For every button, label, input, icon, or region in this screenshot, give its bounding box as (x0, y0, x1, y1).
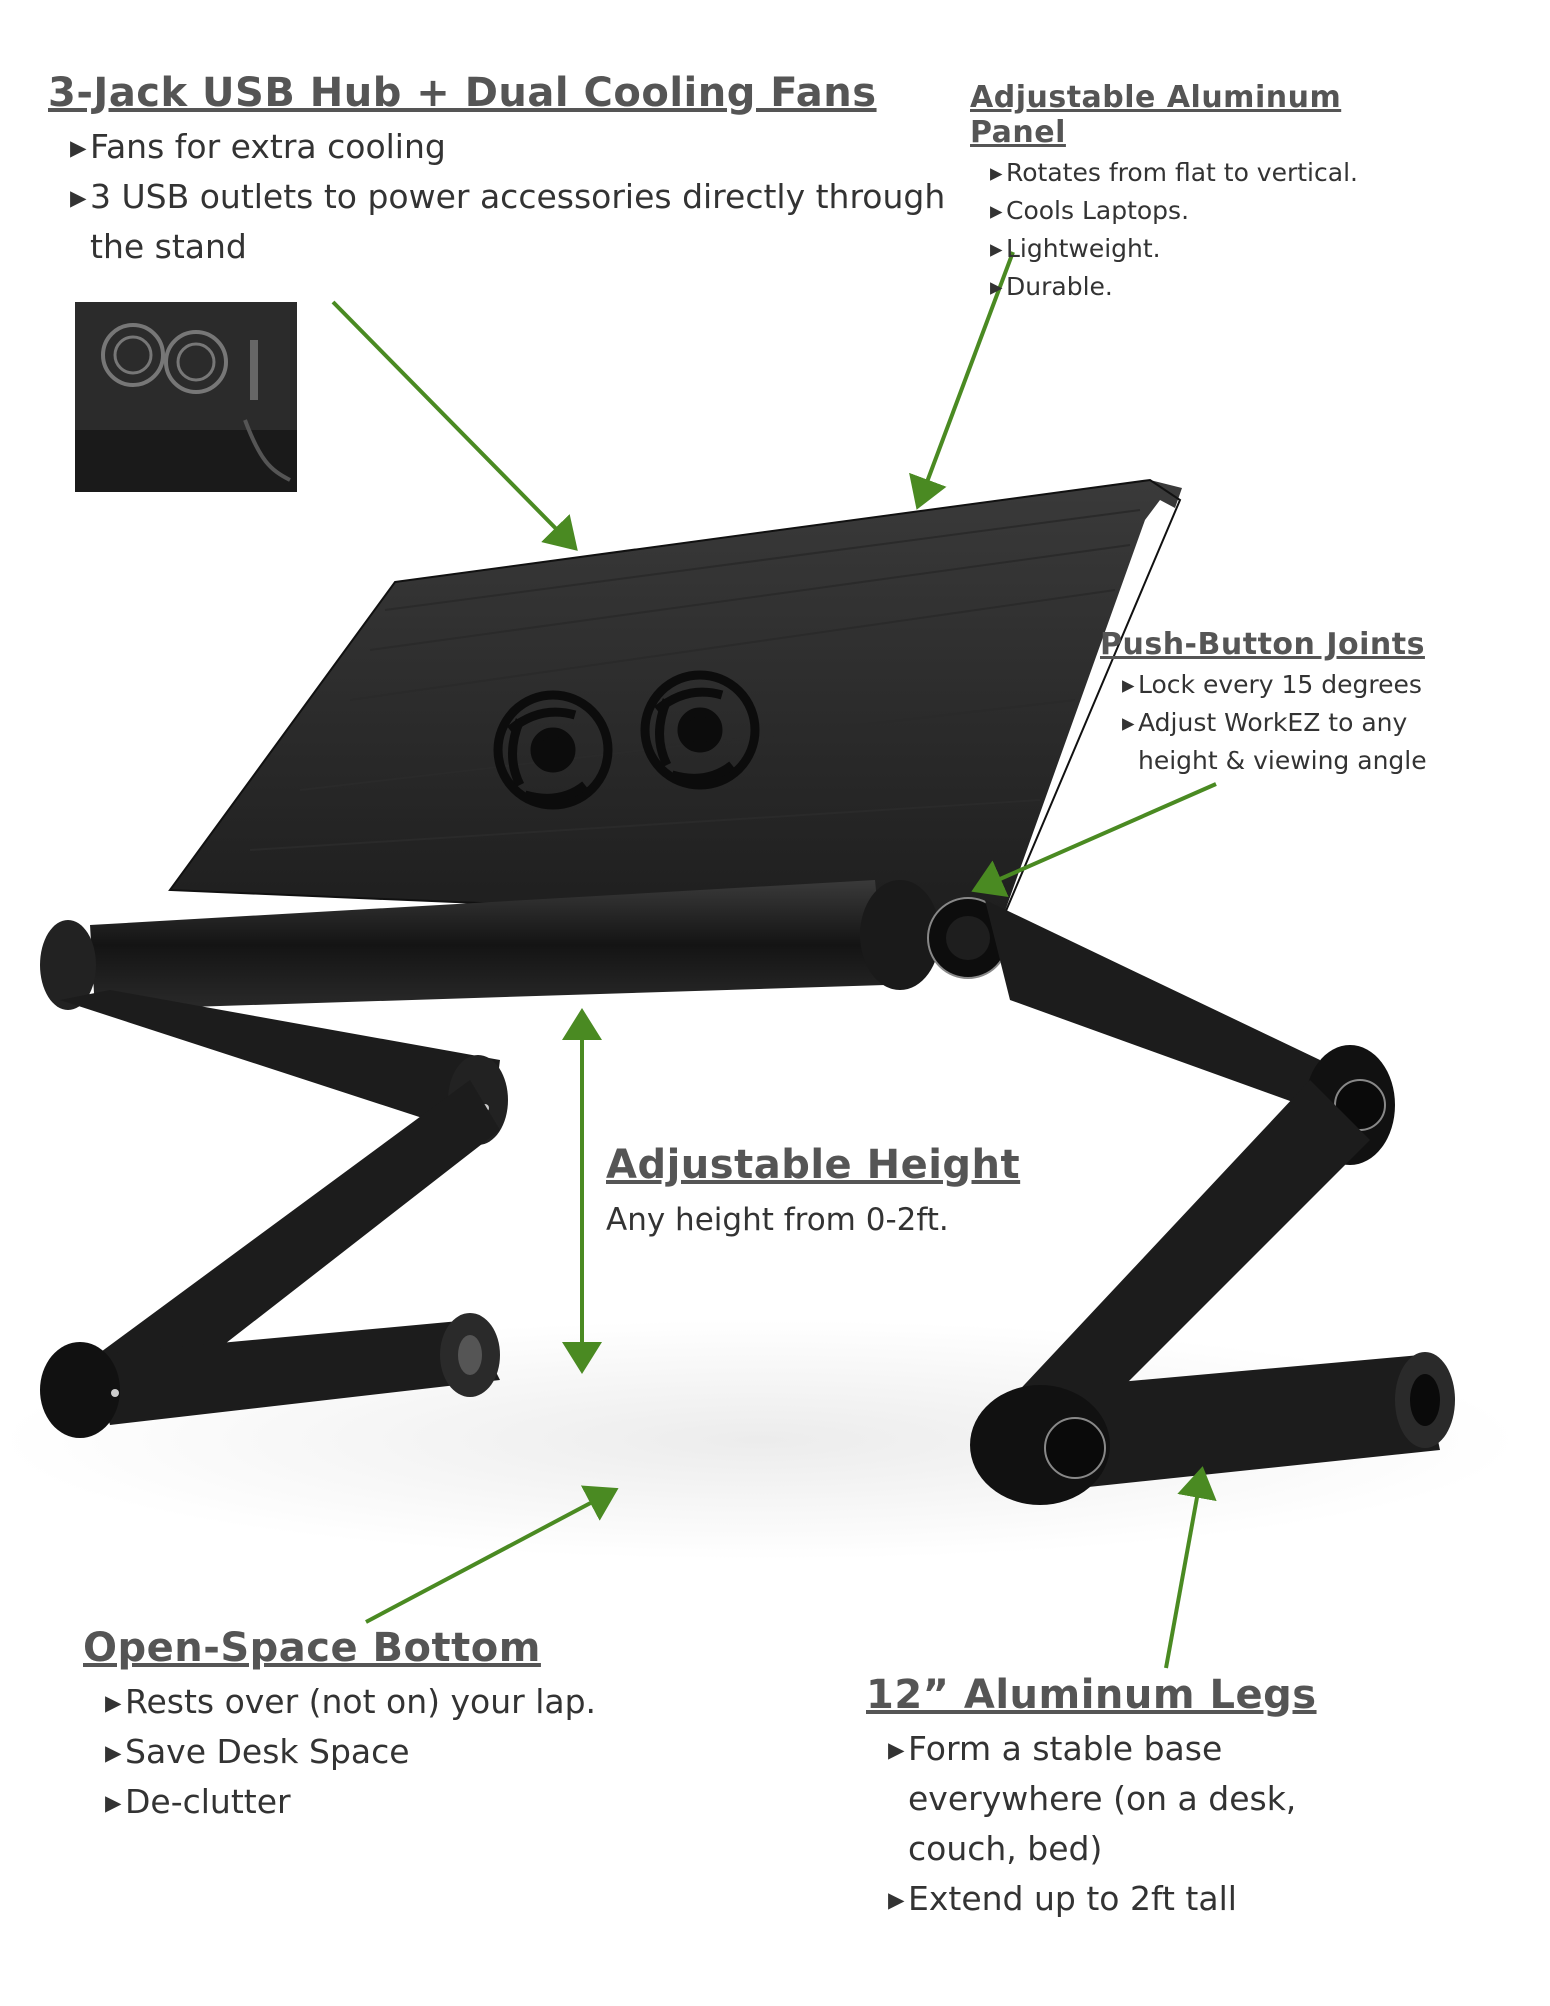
cooling-fan-icon (493, 690, 613, 810)
front-bar (40, 880, 1009, 1010)
push-button-joints-callout: Push-Button Joints Lock every 15 degrees… (1100, 627, 1430, 780)
aluminum-panel (168, 478, 1182, 927)
joints-item: Adjust WorkEZ to any height & viewing an… (1122, 704, 1428, 780)
aluminum-panel-item: Durable. (990, 268, 1390, 306)
joints-item: Lock every 15 degrees (1122, 666, 1430, 704)
open-space-bottom-callout: Open-Space Bottom Rests over (not on) yo… (83, 1625, 643, 1827)
left-legs (40, 990, 508, 1438)
bottom-item: Save Desk Space (105, 1727, 643, 1777)
usb-hub-callout: 3-Jack USB Hub + Dual Cooling Fans Fans … (48, 70, 945, 272)
bottom-item: Rests over (not on) your lap. (105, 1677, 643, 1727)
arrow-to-open-space (365, 1485, 619, 1624)
arrow-to-joint (971, 782, 1217, 898)
arrow-to-panel-top (331, 300, 578, 551)
usb-hub-heading: 3-Jack USB Hub + Dual Cooling Fans (48, 70, 877, 116)
cooling-fan-icon (640, 670, 760, 790)
height-heading: Adjustable Height (606, 1142, 1021, 1188)
aluminum-panel-heading: Adjustable Aluminum Panel (970, 80, 1342, 150)
arrow-to-legs (1164, 1466, 1217, 1669)
aluminum-panel-callout: Adjustable Aluminum Panel Rotates from f… (970, 80, 1390, 306)
bottom-heading: Open-Space Bottom (83, 1625, 541, 1671)
aluminum-panel-item: Cools Laptops. (990, 192, 1390, 230)
aluminum-panel-item: Rotates from flat to vertical. (990, 154, 1390, 192)
usb-hub-item: Fans for extra cooling (70, 122, 928, 172)
aluminum-legs-callout: 12” Aluminum Legs Form a stable base eve… (866, 1672, 1386, 1924)
legs-item: Extend up to 2ft tall (888, 1874, 1386, 1924)
usb-hub-item: 3 USB outlets to power accessories direc… (70, 172, 950, 272)
usb-fan-inset-photo (75, 302, 297, 492)
legs-heading: 12” Aluminum Legs (866, 1672, 1317, 1718)
aluminum-panel-item: Lightweight. (990, 230, 1390, 268)
height-text: Any height from 0-2ft. (606, 1202, 949, 1238)
legs-item: Form a stable base everywhere (on a desk… (888, 1724, 1378, 1874)
joints-heading: Push-Button Joints (1100, 627, 1425, 662)
bottom-item: De-clutter (105, 1777, 643, 1827)
adjustable-height-callout: Adjustable Height Any height from 0-2ft. (606, 1142, 1026, 1238)
right-legs (970, 900, 1455, 1505)
